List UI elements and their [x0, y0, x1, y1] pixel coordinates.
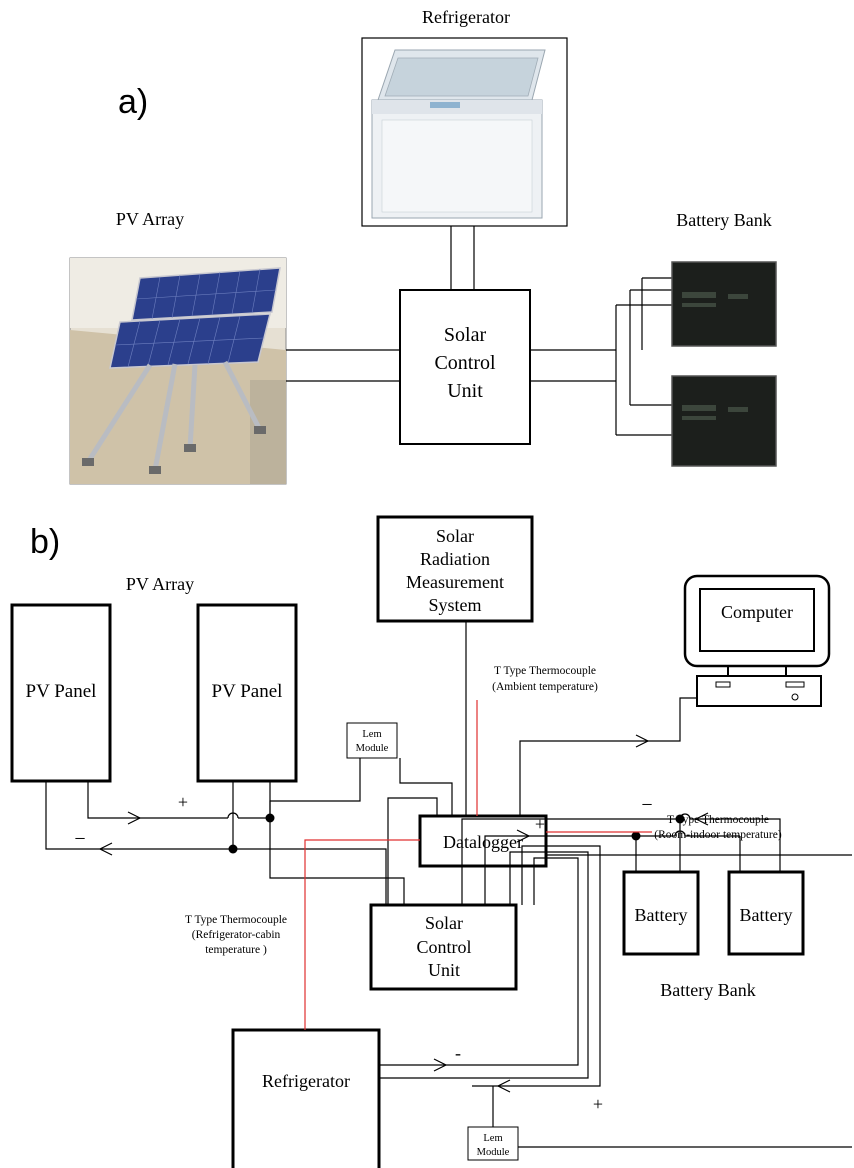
battery-image-2: [671, 375, 777, 467]
pv-panel-1-label: PV Panel: [26, 681, 97, 702]
computer-icon: [683, 574, 831, 707]
polarity-plus-battery: +: [535, 814, 545, 834]
polarity-plus-fridge: +: [593, 1094, 603, 1114]
battery-2-label: Battery: [740, 905, 793, 925]
panel-b-scu-line-1: Solar: [425, 913, 463, 933]
panel-b-scu-box: [369, 903, 518, 991]
battery-1-label: Battery: [635, 905, 688, 925]
battery-2-box: [727, 870, 805, 956]
lem-module-top: [346, 722, 398, 759]
lem-module-bottom-line-1: Lem: [483, 1133, 502, 1144]
panel-a-scu-line-2: Control: [434, 352, 496, 374]
panel-b-refrigerator-label: Refrigerator: [262, 1071, 350, 1091]
solar-radiation-line-3: Measurement: [406, 572, 504, 592]
lem-module-bottom-line-2: Module: [477, 1147, 510, 1158]
panel-b-pv-array-label: PV Array: [126, 574, 194, 594]
polarity-minus-pv: −: [74, 828, 85, 850]
tc-cabin-line-2: (Refrigerator-cabin: [192, 929, 281, 941]
panel-b-battery-bank-label: Battery Bank: [660, 980, 755, 1000]
battery-image-1: [671, 261, 777, 347]
junction-dot-2: [228, 844, 238, 854]
panel-a: a) Refrigerator PV Array: [69, 7, 777, 485]
panel-a-scu-line-3: Unit: [447, 380, 483, 402]
tc-cabin-line-1: T Type Thermocouple: [185, 914, 287, 926]
panel-b-tag: b): [30, 523, 60, 561]
junction-dot-1: [265, 813, 275, 823]
pv-panel-2: [196, 603, 298, 783]
solar-radiation-line-4: System: [428, 595, 481, 615]
junction-dot-4: [675, 814, 685, 824]
computer-label: Computer: [721, 602, 793, 622]
panel-a-scu-line-1: Solar: [444, 324, 487, 346]
panel-b-scu-line-3: Unit: [428, 960, 460, 980]
battery-1-box: [622, 870, 700, 956]
arrowheads: [98, 734, 709, 1093]
solar-radiation-box: [376, 515, 534, 623]
pv-array-image: [69, 257, 287, 485]
tc-ambient-line-2: (Ambient temperature): [492, 681, 598, 693]
wiring-black: [45, 621, 852, 1148]
panel-a-tag: a): [118, 83, 148, 121]
thermocouple-wires: [304, 700, 652, 1030]
panel-a-scu-box: [399, 289, 531, 445]
pv-panel-2-label: PV Panel: [212, 681, 283, 702]
tc-room-line-2: (Room-indoor temperature): [654, 829, 782, 841]
polarity-minus-fridge: -: [455, 1043, 461, 1063]
panel-b: b) PV Array PV Panel PV Panel Solar Radi…: [10, 515, 852, 1168]
panel-b-refrigerator-box: [231, 1028, 381, 1168]
wire-scu-battery: [530, 277, 672, 436]
tc-ambient-line-1: T Type Thermocouple: [494, 665, 596, 677]
tc-room-line-1: T Type Thermocouple: [667, 814, 769, 826]
panel-b-scu-line-2: Control: [416, 937, 471, 957]
panel-a-refrigerator-label: Refrigerator: [422, 7, 510, 27]
panel-a-battery-bank-label: Battery Bank: [676, 210, 771, 230]
solar-radiation-line-2: Radiation: [420, 549, 490, 569]
datalogger-label: Datalogger: [443, 832, 523, 852]
pv-panel-1: [10, 603, 112, 783]
junction-dot-3: [631, 831, 641, 841]
refrigerator-image: [361, 37, 568, 227]
tc-cabin-line-3: temperature ): [205, 944, 267, 956]
lem-module-bottom: [467, 1126, 519, 1161]
polarity-minus-battery: −: [641, 794, 652, 816]
panel-a-pv-array-label: PV Array: [116, 209, 184, 229]
solar-radiation-line-1: Solar: [436, 526, 474, 546]
polarity-plus-pv: +: [178, 792, 188, 812]
lem-module-top-line-1: Lem: [362, 729, 381, 740]
lem-module-top-line-2: Module: [356, 743, 389, 754]
datalogger-box: [418, 814, 548, 868]
